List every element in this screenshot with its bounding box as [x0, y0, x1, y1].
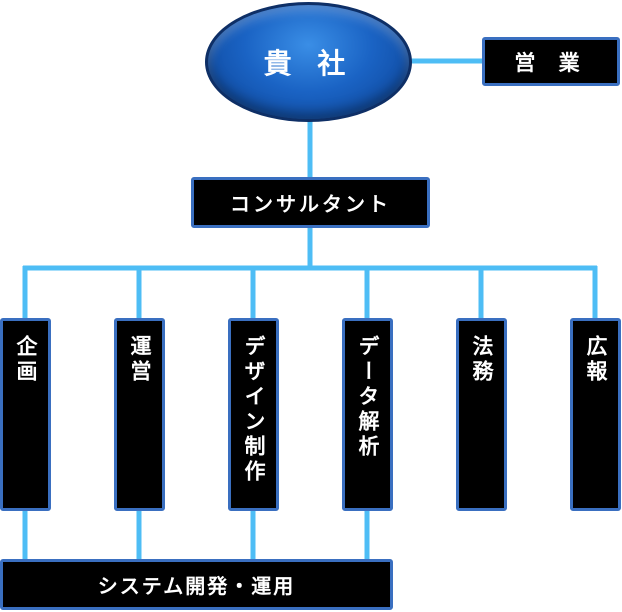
department-label-5: 法務: [470, 335, 494, 385]
department-label-4: データ解析: [356, 335, 380, 460]
department-node-5: 法務: [456, 318, 507, 511]
consultant-node: コンサルタント: [191, 177, 430, 228]
department-node-6: 広報: [570, 318, 621, 511]
department-label-6: 広報: [584, 335, 608, 385]
consultant-label: コンサルタント: [230, 192, 391, 216]
department-label-3: デザイン制作: [242, 335, 266, 485]
system-label: システム開発・運用: [97, 574, 296, 598]
root-label: 貴 社: [263, 47, 354, 80]
department-node-2: 運営: [114, 318, 165, 511]
department-label-1: 企画: [14, 335, 38, 385]
system-node: システム開発・運用: [0, 559, 393, 610]
department-label-2: 運営: [128, 335, 152, 385]
side-label: 営 業: [514, 50, 588, 75]
department-node-1: 企画: [0, 318, 51, 511]
department-node-3: デザイン制作: [228, 318, 279, 511]
side-node: 営 業: [482, 37, 620, 86]
department-node-4: データ解析: [342, 318, 393, 511]
root-node: 貴 社: [205, 2, 412, 122]
